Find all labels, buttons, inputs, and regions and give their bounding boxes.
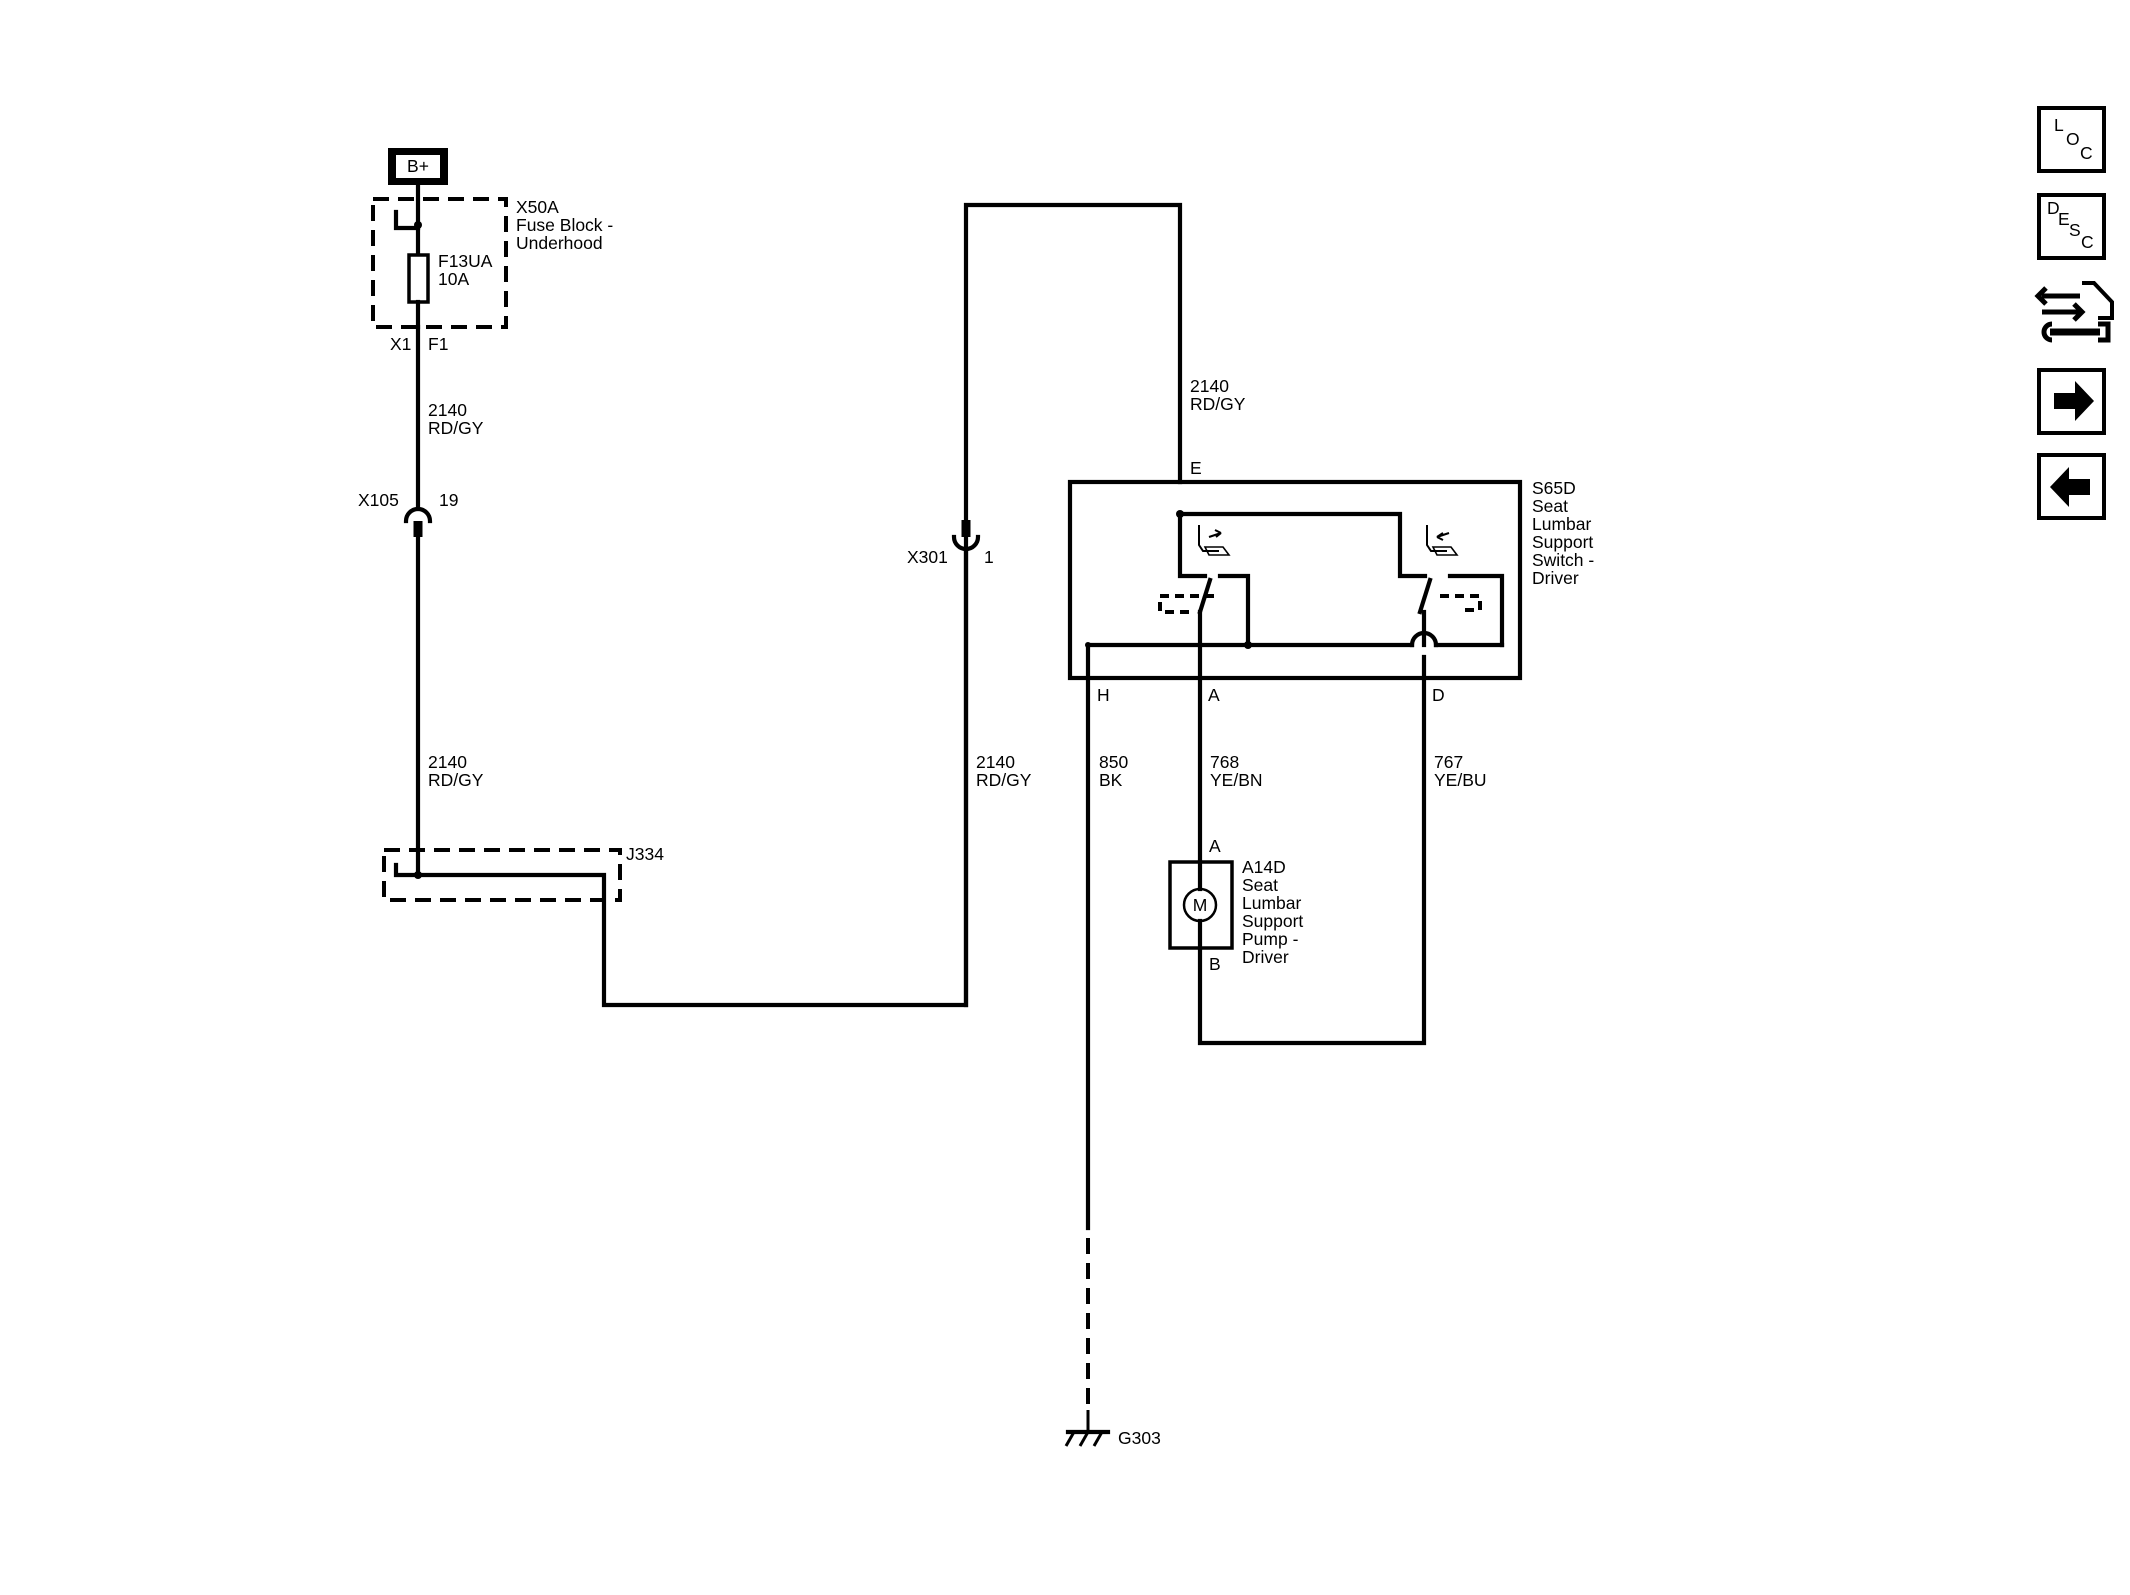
arrows-wrench-icon (2034, 281, 2114, 343)
pump-pin-a: A (1209, 836, 1221, 856)
circuit-768-color: YE/BN (1210, 770, 1263, 790)
circuit-2140-top-number: 2140 (428, 400, 467, 420)
loc-button[interactable]: L O C (2037, 106, 2106, 173)
wire-2140-right: 2140 RD/GY 2140 RD/GY (963, 202, 1246, 790)
circuit-767-number: 767 (1434, 752, 1463, 772)
loc-letter-3: C (2080, 143, 2093, 163)
pump-a14d: M A B A14D Seat Lumbar Support Pump - Dr… (1168, 836, 1303, 974)
circuit-2140-switch-color: RD/GY (1190, 394, 1246, 414)
switch-name-5: Driver (1532, 568, 1579, 588)
motor-symbol-label: M (1193, 895, 1208, 915)
ground-g303: G303 (1064, 1410, 1161, 1448)
switch-pin-a: A (1208, 685, 1220, 705)
loc-icon: L O C (2054, 115, 2093, 163)
circuit-2140-right-number: 2140 (976, 752, 1015, 772)
circuit-2140-top-color: RD/GY (428, 418, 484, 438)
wire-2140-top: 2140 RD/GY (415, 324, 484, 511)
connector-x105-id: X105 (358, 490, 399, 510)
switch-id: S65D (1532, 478, 1576, 498)
circuit-767-color: YE/BU (1434, 770, 1487, 790)
wire-2140-mid: 2140 RD/GY (415, 534, 484, 876)
switch-name-2: Lumbar (1532, 514, 1592, 534)
pump-name-4: Pump - (1242, 929, 1299, 949)
switch-pin-d: D (1432, 685, 1445, 705)
loc-letter-2: O (2066, 129, 2080, 149)
pump-name-1: Seat (1242, 875, 1278, 895)
circuit-850-color: BK (1099, 770, 1123, 790)
connector-x301-id: X301 (907, 547, 948, 567)
fuse-block-id: X50A (516, 197, 559, 217)
desc-letter-3: S (2069, 220, 2081, 240)
splice-j334-id: J334 (626, 844, 664, 864)
switch-name-1: Seat (1532, 496, 1568, 516)
wire-768: 768 YE/BN (1197, 609, 1263, 865)
circuit-2140-switch-number: 2140 (1190, 376, 1229, 396)
next-button[interactable] (2037, 368, 2106, 435)
fuse-f13ua (407, 253, 430, 304)
pump-pin-b: B (1209, 954, 1221, 974)
loc-letter-1: L (2054, 115, 2064, 135)
fuse-block-name-2: Underhood (516, 233, 603, 253)
power-source-label: B+ (407, 156, 429, 176)
switch-s65d: E S65D Seat Lumbar Support Switch - Driv… (1067, 458, 1594, 705)
desc-letter-2: E (2058, 209, 2070, 229)
wire-767: 767 YE/BU (1197, 609, 1487, 1046)
switch-name-4: Switch - (1532, 550, 1594, 570)
arrow-right-icon (2054, 381, 2094, 421)
pump-name-3: Support (1242, 911, 1303, 931)
circuit-850-number: 850 (1099, 752, 1128, 772)
circuit-2140-mid-color: RD/GY (428, 770, 484, 790)
connector-x105: X105 19 (358, 490, 458, 537)
seat-rearward-icon (1426, 525, 1459, 556)
pin-x1-label: X1 (390, 334, 411, 354)
pump-name-2: Lumbar (1242, 893, 1302, 913)
switch-pin-e: E (1190, 458, 1202, 478)
pin-f1-label: F1 (428, 334, 448, 354)
fuse-rating: 10A (438, 269, 469, 289)
circuit-768-number: 768 (1210, 752, 1239, 772)
circuit-2140-right-color: RD/GY (976, 770, 1032, 790)
prev-button[interactable] (2037, 453, 2106, 520)
wire-850: 850 BK (1085, 642, 1128, 1410)
connector-x105-pin: 19 (439, 490, 458, 510)
connector-x301: X301 1 (907, 520, 994, 1008)
seat-forward-icon (1198, 525, 1231, 556)
desc-letter-1: D (2047, 198, 2060, 218)
desc-icon: D E S C (2047, 198, 2094, 252)
fuse-block-x50a: X50A Fuse Block - Underhood F13UA 10A X1… (371, 182, 613, 354)
ground-id: G303 (1118, 1428, 1161, 1448)
pump-id: A14D (1242, 857, 1286, 877)
pump-name-5: Driver (1242, 947, 1289, 967)
connector-x301-pin: 1 (984, 547, 994, 567)
switch-pin-h: H (1097, 685, 1110, 705)
circuit-2140-mid-number: 2140 (428, 752, 467, 772)
desc-letter-4: C (2081, 232, 2094, 252)
fuse-id: F13UA (438, 251, 493, 271)
power-source-b-plus: B+ (388, 148, 448, 185)
diagnostic-button[interactable] (2034, 281, 2114, 343)
switch-name-3: Support (1532, 532, 1593, 552)
desc-button[interactable]: D E S C (2037, 193, 2106, 260)
fuse-block-name-1: Fuse Block - (516, 215, 613, 235)
arrow-left-icon (2050, 467, 2090, 507)
